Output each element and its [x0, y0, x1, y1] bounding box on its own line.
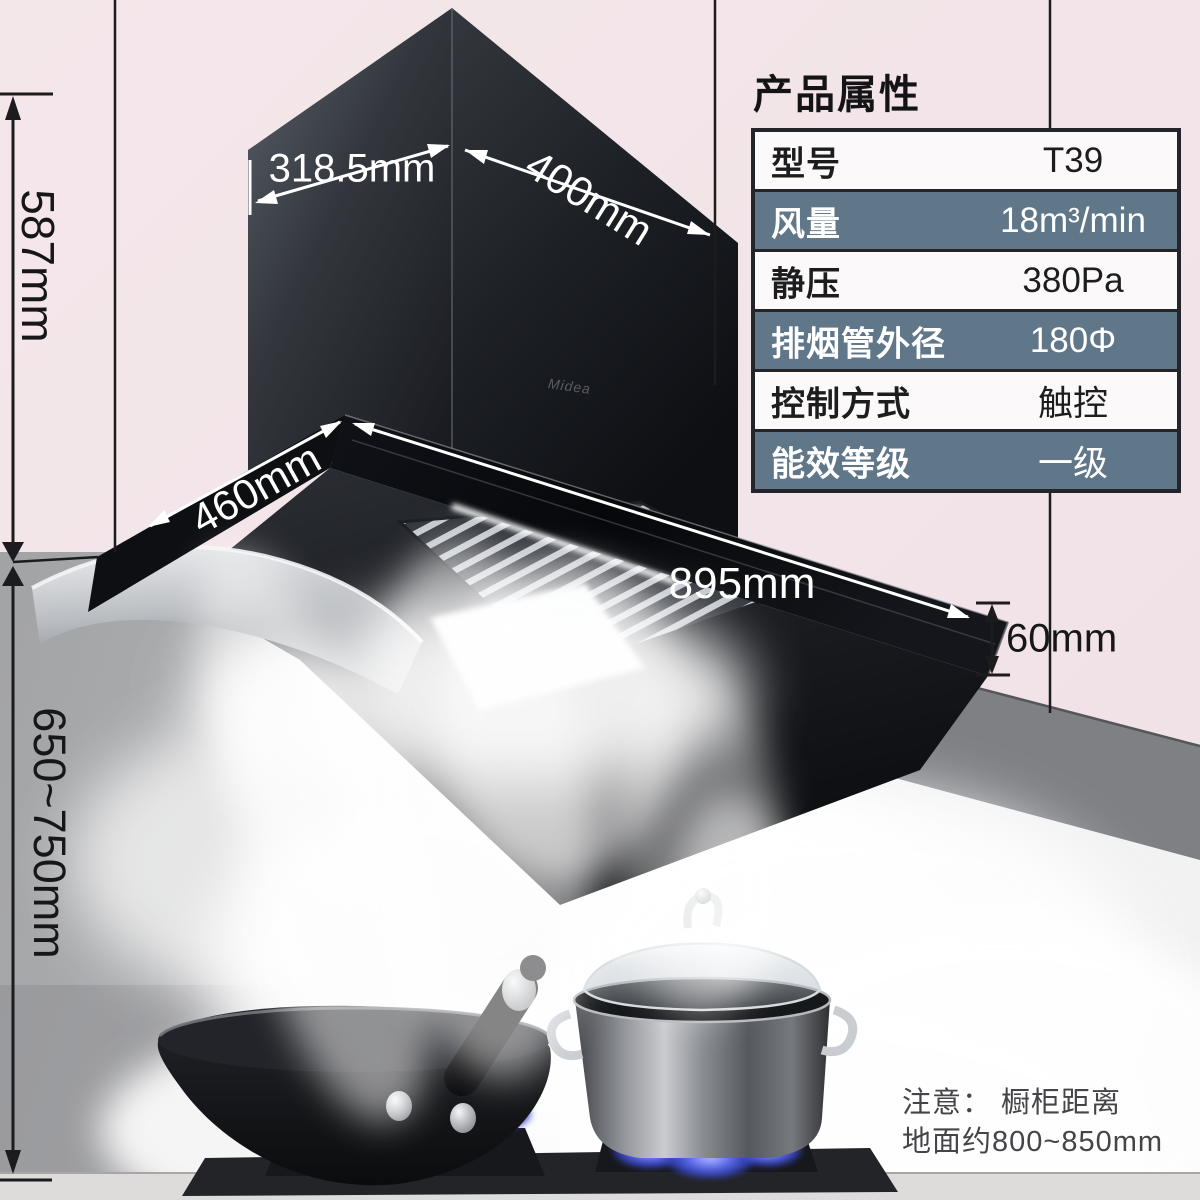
spec-row-energy-rating: 能效等级 一级: [755, 429, 1177, 489]
chimney: [248, 8, 738, 538]
arrow-400-left: [465, 150, 488, 164]
spec-label: 风量: [771, 205, 841, 243]
spec-row-airflow: 风量 18m³/min: [755, 189, 1177, 249]
chimney-left-face: [248, 8, 452, 470]
dim-line-400: [464, 148, 711, 237]
spec-value: 18m³/min: [1000, 200, 1146, 240]
spec-value: T39: [1042, 140, 1104, 180]
arrow-up-587: [5, 96, 21, 120]
bowtie-bottom: [2, 566, 24, 586]
spec-value: 180Φ: [1029, 320, 1117, 360]
install-note-line1: 注意： 橱柜距离: [902, 1087, 1122, 1119]
arrow-3185-left: [255, 190, 278, 204]
arrow-460-right: [320, 421, 342, 438]
connector-hood-corner: [12, 555, 99, 564]
spec-label: 静压: [771, 265, 841, 303]
spec-table: 型号 T39 风量 18m³/min 静压 380Pa 排烟管外径 180Φ 控…: [751, 128, 1181, 493]
hood-canopy: [88, 414, 1009, 677]
spec-row-model: 型号 T39: [755, 132, 1177, 189]
canopy-glass-line: [351, 439, 996, 645]
spec-row-static-pressure: 静压 380Pa: [755, 249, 1177, 309]
canopy-top-edge: [344, 414, 1009, 623]
spec-row-control-type: 控制方式 触控: [755, 369, 1177, 429]
spec-value: 380Pa: [1022, 260, 1124, 300]
arrow-400-right: [687, 221, 710, 235]
dim-line-895: [354, 422, 969, 619]
dim-line-3185: [257, 144, 449, 203]
chimney-right-face: [452, 8, 738, 538]
spec-label: 排烟管外径: [771, 325, 946, 363]
arrow-895-right: [947, 604, 970, 618]
canopy-front-face: [330, 415, 1008, 676]
led-strip: [451, 503, 677, 585]
dimension-lines-white: [148, 144, 970, 619]
spec-label: 控制方式: [771, 385, 911, 423]
spec-label: 能效等级: [771, 445, 911, 483]
bowtie-top: [2, 542, 24, 562]
arrow-up-60: [985, 604, 999, 622]
install-note-line2: 地面约800~850mm: [902, 1126, 1164, 1158]
canopy-left-face: [88, 415, 345, 612]
spec-value: 触控: [1037, 384, 1108, 423]
spec-value: 一级: [1037, 444, 1108, 483]
install-note: 注意： 橱柜距离 地面约800~850mm: [902, 1084, 1163, 1162]
wok-rivet-right: [450, 1103, 476, 1133]
spec-row-duct-diameter: 排烟管外径 180Φ: [755, 309, 1177, 369]
arrow-down-60: [985, 656, 999, 674]
arrow-3185-right: [427, 144, 450, 158]
steam-wisps: [197, 541, 785, 1124]
spec-label: 型号: [771, 145, 841, 183]
pot-handle-right: [820, 1005, 858, 1057]
dim-line-460: [149, 420, 341, 528]
spec-panel-title: 产品属性: [753, 73, 921, 117]
arrow-down-650: [5, 1150, 21, 1174]
arrow-460-left: [148, 510, 170, 527]
arrow-895-left: [352, 423, 375, 436]
